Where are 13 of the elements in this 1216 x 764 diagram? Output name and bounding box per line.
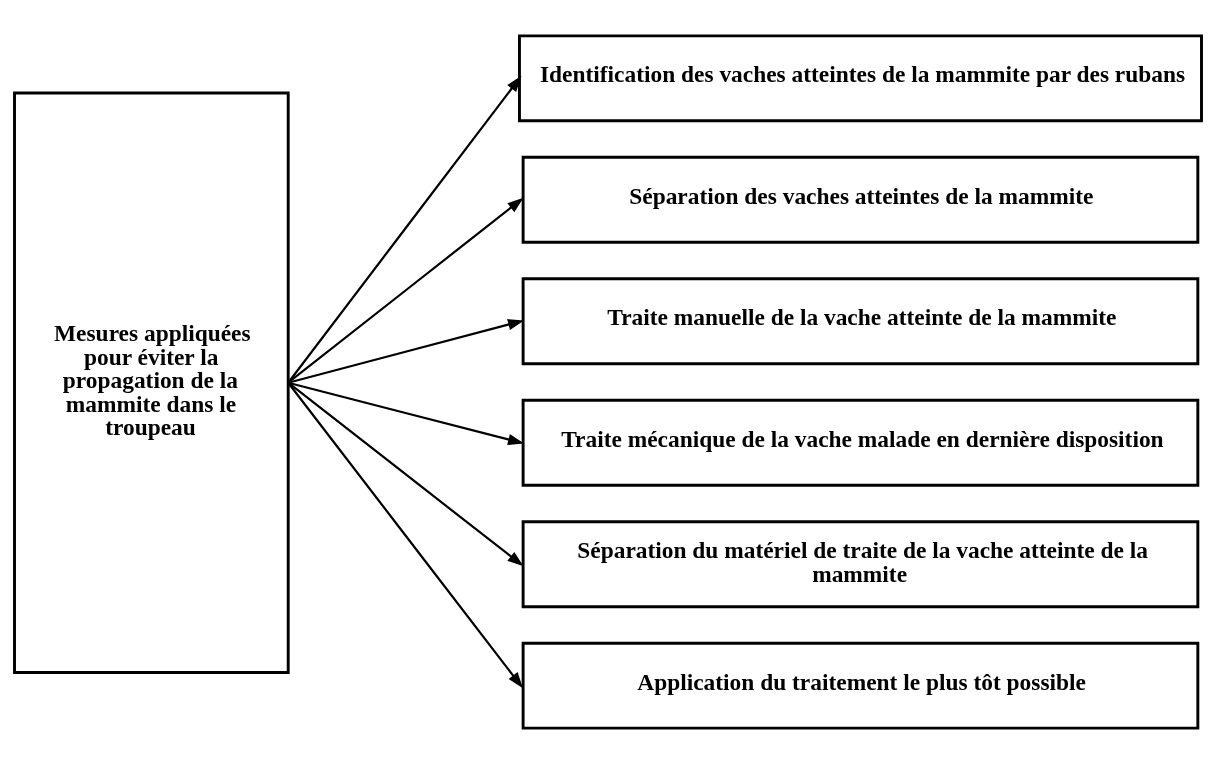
node-box: Traite manuelle de la vache atteinte de la mammite [521, 277, 1200, 366]
node-box: Séparation des vaches atteintes de la mammite [521, 155, 1200, 244]
arrow [287, 75, 522, 384]
node-box: Séparation du matériel de traite de la vache atteinte de la mammite [521, 520, 1200, 609]
arrow [287, 382, 523, 689]
arrow [287, 319, 525, 384]
node-box: Application du traitement le plus tôt possible [521, 641, 1200, 730]
node-box: Mesures appliquées pour éviter la propagation de la mammite dans le troupeau [13, 91, 290, 674]
arrow [287, 197, 524, 384]
arrow [287, 381, 524, 567]
arrow [287, 381, 525, 445]
node-box: Identification des vaches atteintes de la mammite par des rubans [518, 34, 1203, 123]
node-box: Traite mécanique de la vache malade en dernière disposition [521, 398, 1200, 487]
